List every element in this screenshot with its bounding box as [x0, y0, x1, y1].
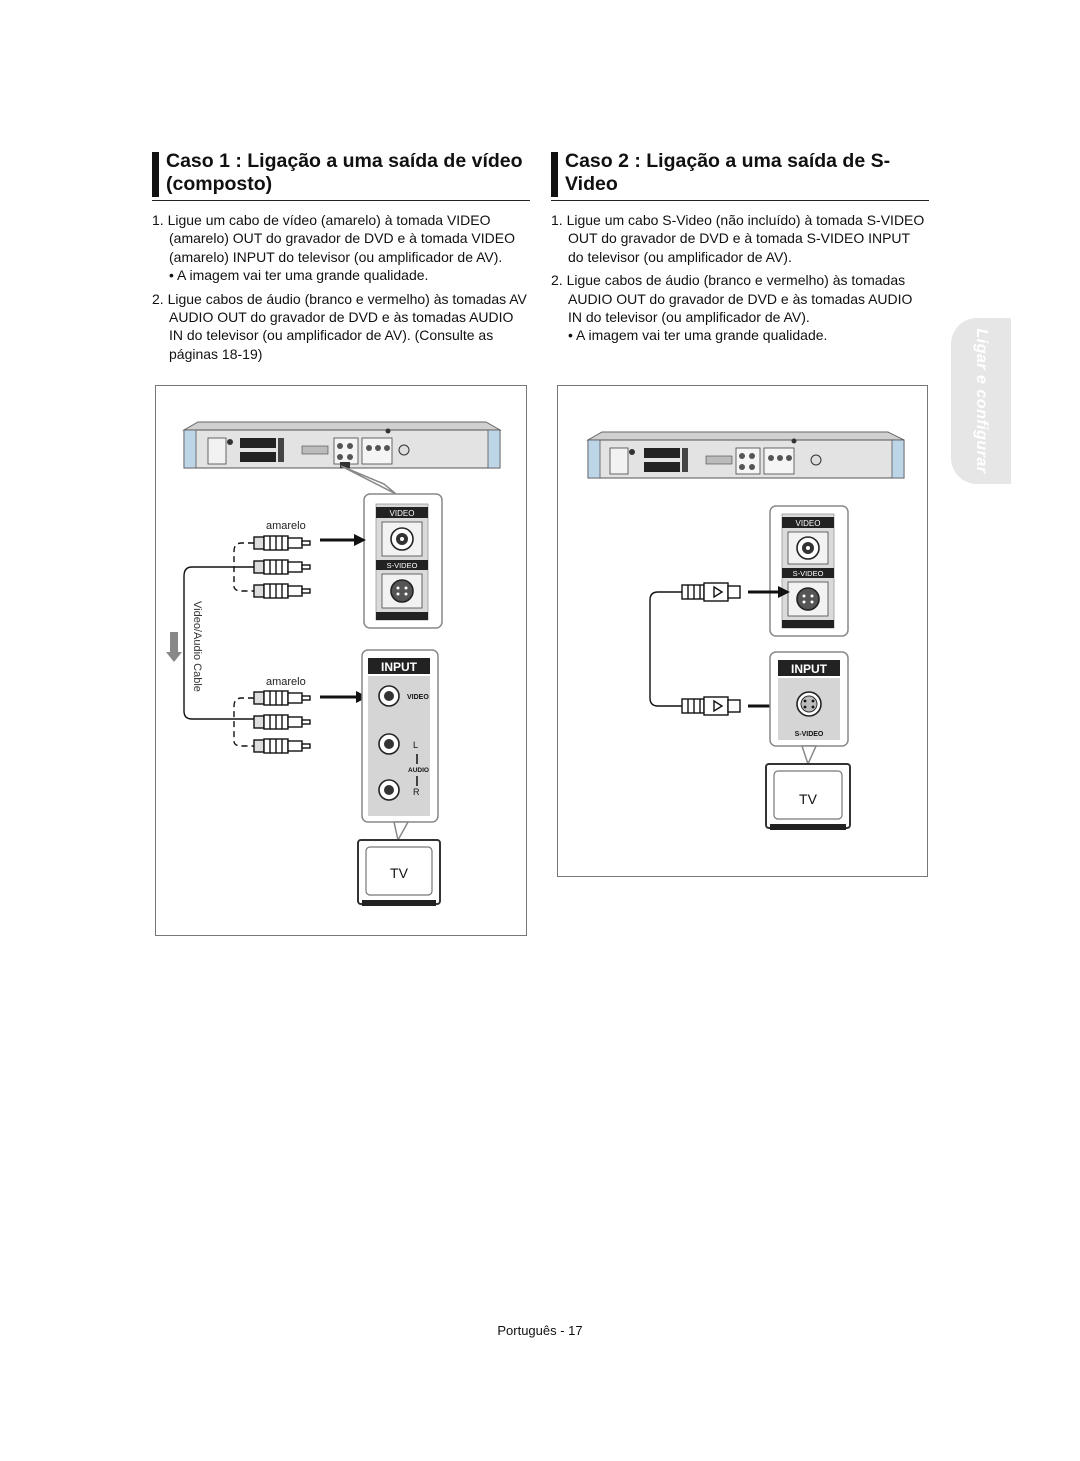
case2-step-2: 2. Ligue cabos de áudio (branco e vermel…	[551, 271, 929, 345]
side-tab-label: Ligar e configurar	[973, 328, 990, 474]
input-svideo-label-2: S-VIDEO	[795, 731, 824, 738]
composite-connection-diagram: VIDEO S-VIDEO amarelo amarelo Video/Audi…	[155, 385, 527, 936]
dvd-recorder-rear-panel	[182, 421, 502, 469]
case2-step-2-text: 2. Ligue cabos de áudio (branco e vermel…	[551, 272, 913, 326]
case2-section: Caso 2 : Ligação a uma saída de S-Video …	[551, 150, 929, 350]
svideo-plug-bottom	[681, 696, 741, 716]
input-title: INPUT	[381, 660, 418, 674]
case1-step-2: 2. Ligue cabos de áudio (branco e vermel…	[152, 290, 530, 364]
cable-label: Video/Audio Cable	[191, 601, 203, 692]
input-r-label: R	[413, 787, 420, 797]
case1-steps: 1. Ligue um cabo de vídeo (amarelo) à to…	[152, 211, 530, 363]
case2-step-1: 1. Ligue um cabo S-Video (não incluído) …	[551, 211, 929, 266]
case2-step-1-text: 1. Ligue um cabo S-Video (não incluído) …	[551, 212, 925, 265]
dvd-output-closeup: VIDEO S-VIDEO	[363, 493, 443, 629]
case1-heading: Caso 1 : Ligação a uma saída de vídeo (c…	[152, 150, 530, 201]
side-section-tab: Ligar e configurar	[951, 318, 1011, 484]
out-svideo-label-2: S-VIDEO	[793, 569, 824, 578]
case2-steps: 1. Ligue um cabo S-Video (não incluído) …	[551, 211, 929, 345]
svideo-connection-diagram: VIDEO S-VIDEO	[557, 385, 928, 877]
case1-title: Caso 1 : Ligação a uma saída de vídeo (c…	[166, 150, 523, 195]
case1-step-1-text: 1. Ligue um cabo de vídeo (amarelo) à to…	[152, 212, 516, 265]
out-video-label-2: VIDEO	[796, 519, 821, 528]
right-arrow-icon-2a	[748, 586, 790, 598]
input-video-label: VIDEO	[407, 694, 429, 701]
tv-input-panel: INPUT VIDEO L AUDIO R	[361, 649, 439, 823]
amarelo-label-bottom: amarelo	[266, 676, 306, 688]
tv-label-2: TV	[799, 791, 818, 807]
case1-step-1: 1. Ligue um cabo de vídeo (amarelo) à to…	[152, 211, 530, 285]
case2-step-2-note: A imagem vai ter uma grande qualidade.	[568, 326, 929, 344]
page-number: Português - 17	[497, 1323, 583, 1338]
svideo-plug-top	[681, 582, 741, 602]
right-arrow-icon-bottom	[320, 691, 368, 703]
input-audio-label: AUDIO	[408, 767, 429, 774]
case1-step-2-text: 2. Ligue cabos de áudio (branco e vermel…	[152, 290, 527, 362]
svideo-diagram-svg: VIDEO S-VIDEO	[586, 431, 905, 830]
top-plug-set	[233, 535, 311, 599]
composite-diagram-svg: VIDEO S-VIDEO amarelo amarelo Video/Audi…	[166, 421, 502, 906]
down-arrow-icon	[166, 632, 182, 662]
case1-step-1-note: A imagem vai ter uma grande qualidade.	[169, 266, 530, 284]
right-arrow-icon-top	[320, 534, 366, 546]
amarelo-label-top: amarelo	[266, 520, 306, 532]
input-l-label: L	[413, 740, 418, 750]
tv-input-panel-2: INPUT S-VIDEO	[769, 651, 849, 747]
out-video-label: VIDEO	[390, 509, 415, 518]
case2-title: Caso 2 : Ligação a uma saída de S-Video	[565, 150, 891, 195]
case2-heading: Caso 2 : Ligação a uma saída de S-Video	[551, 150, 929, 201]
out-svideo-label: S-VIDEO	[387, 561, 418, 570]
input-title-2: INPUT	[791, 662, 828, 676]
dvd-output-closeup-2: VIDEO S-VIDEO	[769, 505, 849, 637]
tv-icon-2: TV	[765, 763, 851, 830]
dvd-recorder-rear-panel-2	[586, 431, 905, 479]
bottom-plug-set	[233, 690, 311, 754]
tv-label: TV	[390, 865, 409, 881]
case1-section: Caso 1 : Ligação a uma saída de vídeo (c…	[152, 150, 530, 368]
tv-icon: TV	[357, 839, 441, 906]
